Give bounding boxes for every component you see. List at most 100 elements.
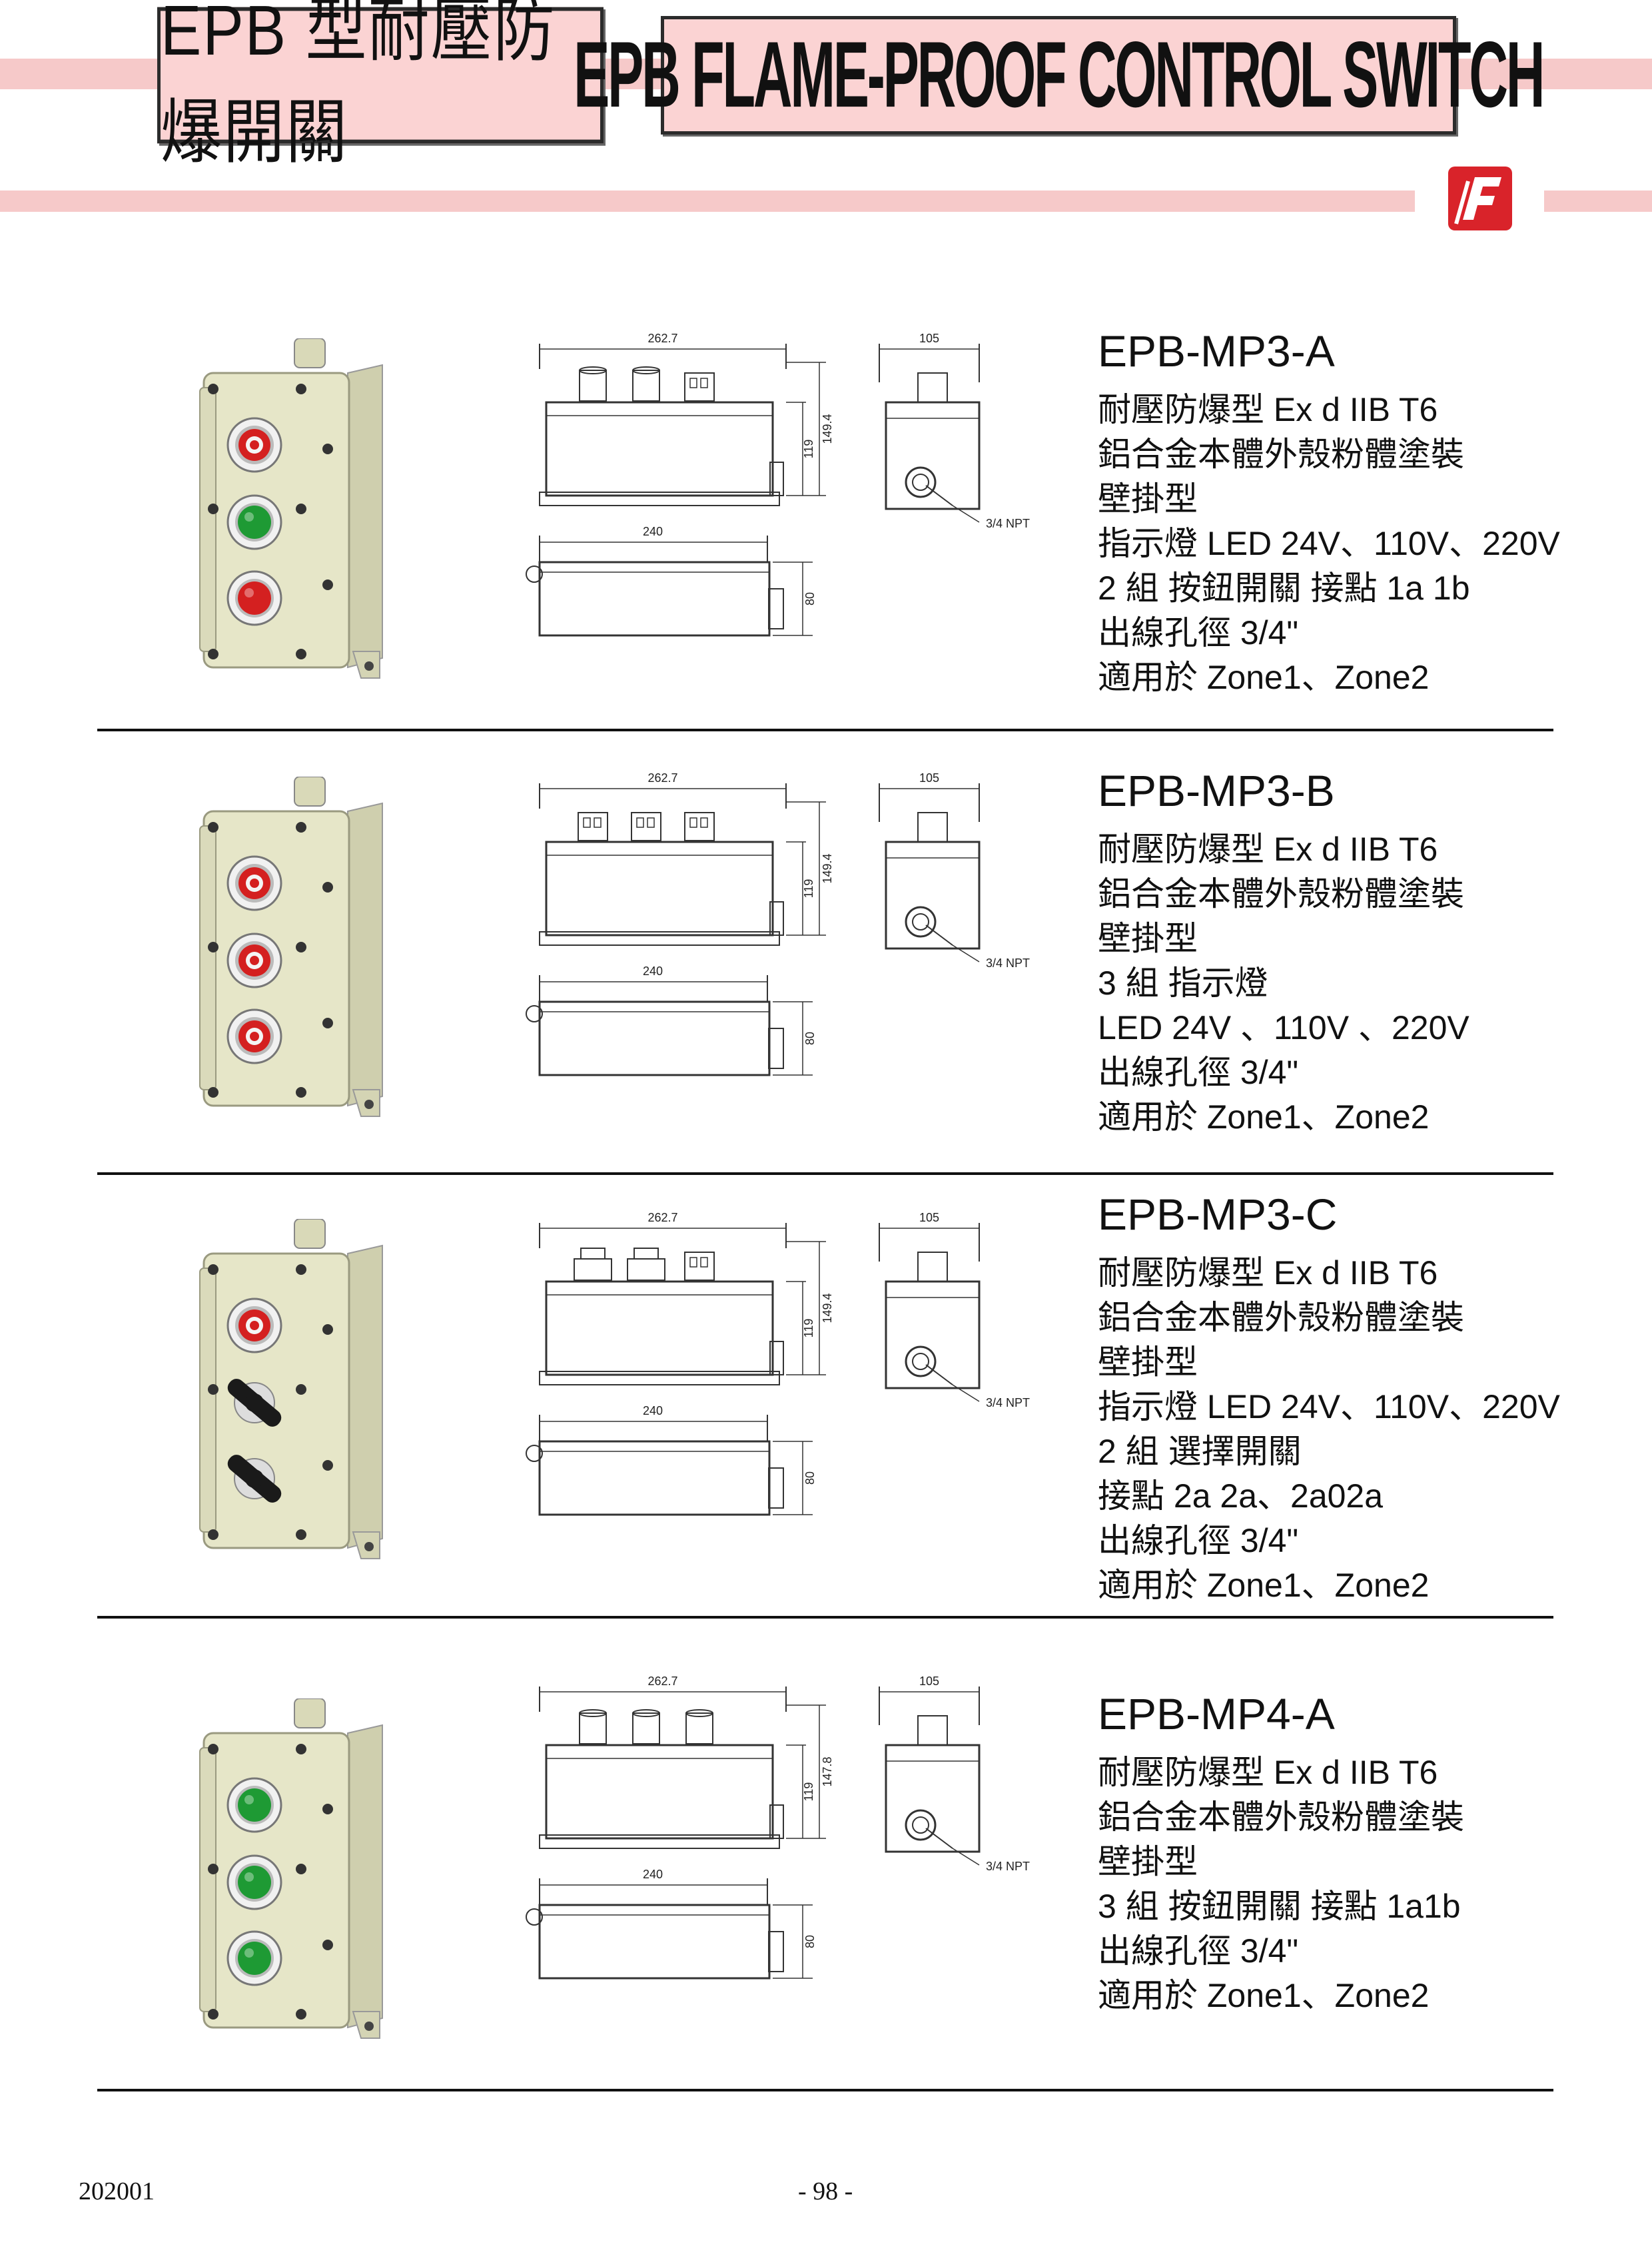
- dim-depth-label: 105: [919, 1675, 939, 1688]
- spec-line: 壁掛型: [1098, 920, 1198, 957]
- spec-line: 出線孔徑 3/4": [1098, 1932, 1299, 1970]
- dim-base-height-label: 80: [803, 592, 817, 605]
- spec-line: 指示燈 LED 24V、110V、220V: [1098, 525, 1560, 562]
- spec-line: 壁掛型: [1098, 480, 1198, 518]
- dim-base-length-label: 240: [643, 525, 663, 538]
- dim-depth-label: 105: [919, 771, 939, 785]
- red-light-icon: [226, 933, 282, 988]
- red-light-icon: [226, 1298, 282, 1353]
- red-button-icon: [226, 570, 282, 626]
- footer-code: 202001: [79, 2177, 155, 2205]
- spec-line: 3 組 指示燈: [1098, 964, 1268, 1002]
- dim-base-height-label: 80: [803, 1471, 817, 1485]
- dim-body-height-label: 119: [802, 1782, 815, 1802]
- red-light-icon: [226, 417, 282, 473]
- npt-label: 3/4 NPT: [986, 956, 1030, 970]
- spec-line: 鋁合金本體外殼粉體塗裝: [1098, 436, 1464, 473]
- spec-line: 2 組 選擇開關: [1098, 1433, 1302, 1470]
- spec-list: 耐壓防爆型 Ex d IIB T6 鋁合金本體外殼粉體塗裝壁掛型指示燈 LED 2…: [1098, 388, 1631, 700]
- dim-length-label: 262.7: [647, 771, 677, 785]
- enclosure-illustration: [199, 1698, 383, 2039]
- spec-line: 適用於 Zone1、Zone2: [1098, 659, 1430, 696]
- title-english-box: EPB FLAME-PROOF CONTROL SWITCH: [574, 16, 1545, 135]
- section-divider: [97, 1616, 1553, 1619]
- spec-line: 出線孔徑 3/4": [1098, 614, 1299, 651]
- model-name: EPB-MP3-B: [1098, 766, 1335, 815]
- npt-label: 3/4 NPT: [986, 1396, 1030, 1409]
- product-photo: [195, 338, 402, 685]
- section-divider: [97, 1172, 1553, 1175]
- green-button-icon: [226, 1930, 282, 1986]
- spec-line: 出線孔徑 3/4": [1098, 1054, 1299, 1091]
- header-band-right: [1456, 59, 1652, 89]
- title-chinese: EPB 型耐壓防爆開關: [161, 0, 556, 172]
- model-name: EPB-MP3-A: [1098, 326, 1335, 376]
- footer-page-number: - 98 -: [798, 2177, 853, 2205]
- section-divider: [97, 729, 1553, 731]
- header-band-left: [0, 59, 157, 89]
- product-photo: [195, 1218, 402, 1565]
- dim-base-height-label: 80: [803, 1032, 817, 1045]
- green-button-icon: [226, 1854, 282, 1910]
- dim-base-height-label: 80: [803, 1935, 817, 1948]
- spec-line: 耐壓防爆型 Ex d IIB T6: [1098, 1754, 1438, 1791]
- model-name: EPB-MP4-A: [1098, 1689, 1335, 1738]
- dim-total-height-label: 149.4: [821, 414, 834, 444]
- dim-total-height-label: 149.4: [821, 853, 834, 883]
- company-logo-icon: [1448, 167, 1512, 230]
- model-name: EPB-MP3-C: [1098, 1190, 1338, 1239]
- spec-list: 耐壓防爆型 Ex d IIB T6 鋁合金本體外殼粉體塗裝壁掛型 3 組 按鈕開關 …: [1098, 1750, 1631, 2018]
- dim-length-label: 262.7: [647, 332, 677, 345]
- red-light-icon: [226, 1008, 282, 1064]
- spec-line: 適用於 Zone1、Zone2: [1098, 1098, 1430, 1136]
- spec-line: 壁掛型: [1098, 1343, 1198, 1381]
- spec-line: 耐壓防爆型 Ex d IIB T6: [1098, 391, 1438, 428]
- spec-list: 耐壓防爆型 Ex d IIB T6 鋁合金本體外殼粉體塗裝壁掛型指示燈 LED 2…: [1098, 1251, 1631, 1608]
- spec-line: 鋁合金本體外殼粉體塗裝: [1098, 1798, 1464, 1836]
- product-photo: [195, 1698, 402, 2045]
- npt-label: 3/4 NPT: [986, 517, 1030, 530]
- dim-base-length-label: 240: [643, 1404, 663, 1417]
- green-button-icon: [226, 1777, 282, 1833]
- spec-line: 出線孔徑 3/4": [1098, 1522, 1299, 1559]
- enclosure-illustration: [199, 776, 383, 1117]
- spec-line: 適用於 Zone1、Zone2: [1098, 1567, 1430, 1604]
- spec-line: 鋁合金本體外殼粉體塗裝: [1098, 875, 1464, 913]
- spec-line: LED 24V 、110V 、220V: [1098, 1009, 1469, 1046]
- dim-length-label: 262.7: [647, 1211, 677, 1224]
- dimension-drawing: 262.7 119 149.4 105 3/4 NPT 240 80: [526, 771, 1030, 1076]
- sub-band-left: [0, 190, 1415, 212]
- spec-block: EPB-MP3-A 耐壓防爆型 Ex d IIB T6 鋁合金本體外殼粉體塗裝壁掛…: [1098, 329, 1631, 700]
- dim-body-height-label: 119: [802, 1319, 815, 1338]
- title-chinese-box: EPB 型耐壓防爆開關: [157, 0, 604, 172]
- sub-band-right: [1544, 190, 1652, 212]
- green-button-icon: [226, 494, 282, 550]
- dim-body-height-label: 119: [802, 440, 815, 459]
- spec-line: 鋁合金本體外殼粉體塗裝: [1098, 1299, 1464, 1336]
- spec-line: 指示燈 LED 24V、110V、220V: [1098, 1388, 1560, 1425]
- spec-line: 接點 2a 2a、2a02a: [1098, 1477, 1384, 1515]
- spec-line: 耐壓防爆型 Ex d IIB T6: [1098, 1254, 1438, 1292]
- dim-total-height-label: 149.4: [821, 1293, 834, 1323]
- dim-depth-label: 105: [919, 1211, 939, 1224]
- spec-block: EPB-MP4-A 耐壓防爆型 Ex d IIB T6 鋁合金本體外殼粉體塗裝壁掛…: [1098, 1692, 1631, 2018]
- section-divider: [97, 2089, 1553, 2091]
- knob-icon: [227, 1455, 282, 1503]
- product-photo: [195, 776, 402, 1123]
- spec-line: 2 組 按鈕開關 接點 1a 1b: [1098, 569, 1470, 607]
- title-english: EPB FLAME-PROOF CONTROL SWITCH: [574, 23, 1545, 127]
- dim-body-height-label: 119: [802, 879, 815, 899]
- spec-line: 3 組 按鈕開關 接點 1a1b: [1098, 1888, 1461, 1925]
- enclosure-illustration: [199, 1218, 383, 1559]
- spec-line: 壁掛型: [1098, 1843, 1198, 1880]
- dim-length-label: 262.7: [647, 1675, 677, 1688]
- npt-label: 3/4 NPT: [986, 1860, 1030, 1873]
- spec-line: 適用於 Zone1、Zone2: [1098, 1977, 1430, 2014]
- dim-base-length-label: 240: [643, 1868, 663, 1881]
- dimension-drawing: 262.7 119 149.4 105 3/4 NPT 240 80: [526, 1211, 1030, 1516]
- dim-base-length-label: 240: [643, 964, 663, 978]
